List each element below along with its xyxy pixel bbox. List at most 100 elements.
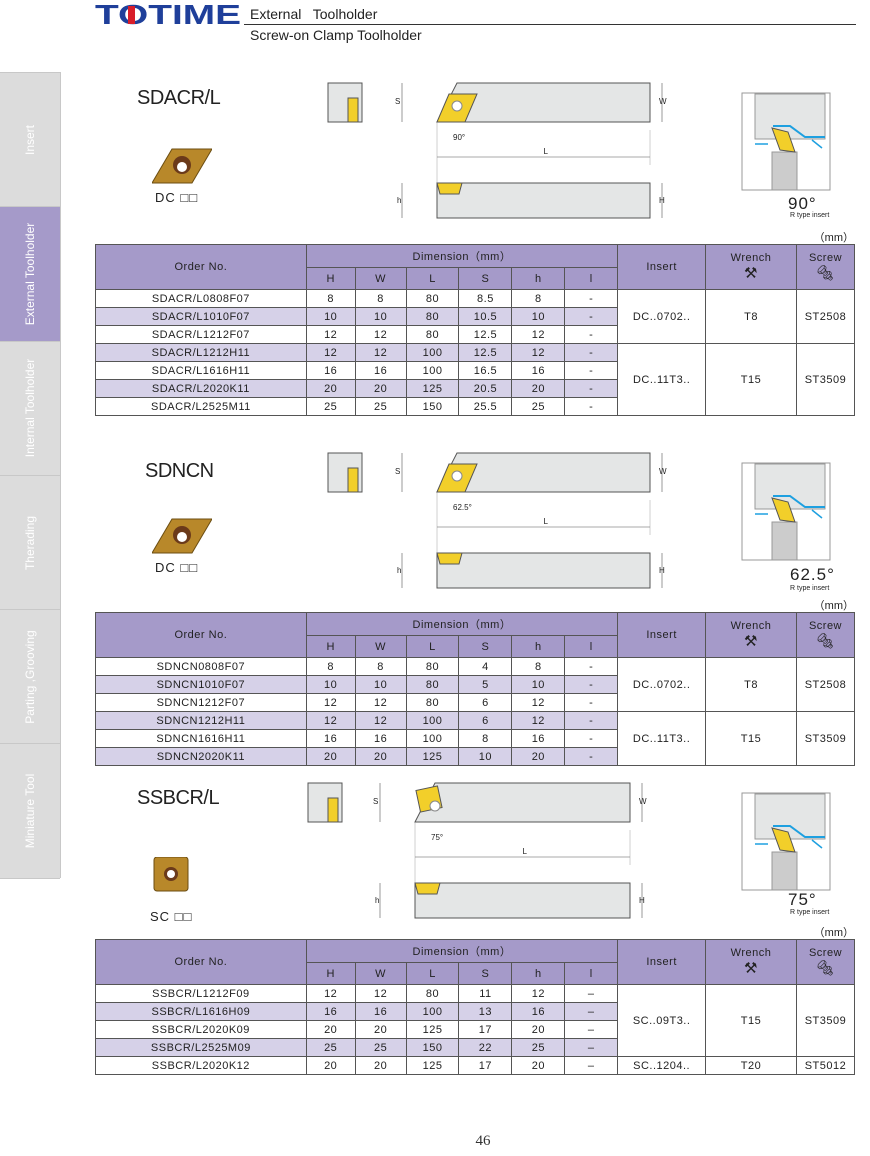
dim-label-s: S xyxy=(395,97,401,106)
dim-cell: 20 xyxy=(305,1056,356,1075)
dim-cell: 12 xyxy=(511,343,566,362)
dim-cell: 12 xyxy=(305,343,356,362)
tool-drawing xyxy=(327,452,831,589)
dim-cell: 100 xyxy=(405,343,460,362)
dim-cell: - xyxy=(564,657,619,676)
section-1: SDNCN DC □□ S W L h H 62.5° 62.5° R type… xyxy=(0,440,870,770)
dim-cell: 8 xyxy=(305,657,356,676)
sidebar-item-external-toolholder[interactable]: External Toolholder xyxy=(0,207,60,342)
header-insert: Insert xyxy=(617,244,707,290)
dim-cell: 17 xyxy=(458,1020,513,1039)
product-title: SSBCR/L xyxy=(137,787,220,809)
wrench-icon: ⚒ xyxy=(744,265,758,282)
header-col-0: H xyxy=(305,962,356,985)
insert-image xyxy=(151,517,213,555)
dim-cell: 80 xyxy=(405,657,460,676)
dim-cell: 25 xyxy=(305,397,356,416)
insert-type: R type insert xyxy=(790,212,830,219)
sidebar-item-parting-grooving[interactable]: Parting ,Grooving xyxy=(0,610,60,745)
dim-cell: - xyxy=(564,379,619,398)
dim-cell: 10 xyxy=(305,675,356,694)
dim-cell: 150 xyxy=(405,397,460,416)
dim-cell: 12 xyxy=(305,984,356,1003)
order-no-cell: SDACR/L1010F07 xyxy=(95,307,307,326)
dim-cell: 12 xyxy=(511,325,566,344)
tool-drawing xyxy=(307,782,831,919)
sidebar: Insert External Toolholder Internal Tool… xyxy=(0,72,61,879)
unit-label: （mm） xyxy=(813,232,854,244)
order-no-cell: SSBCR/L2525M09 xyxy=(95,1038,307,1057)
insert-code: DC □□ xyxy=(155,560,199,575)
header-col-0: H xyxy=(305,267,356,290)
insert-cell: DC..11T3.. xyxy=(617,711,707,766)
header-col-4: h xyxy=(511,267,566,290)
header-col-4: h xyxy=(511,635,566,658)
sidebar-item-miniature-tool[interactable]: Miniature Tool xyxy=(0,744,60,879)
dim-label-s: S xyxy=(373,797,379,806)
dim-cell: 11 xyxy=(458,984,513,1003)
header-col-1: W xyxy=(354,962,407,985)
dim-cell: 20 xyxy=(305,379,356,398)
sidebar-item-threading[interactable]: Therading xyxy=(0,475,60,611)
wrench-icon: ⚒ xyxy=(744,960,758,977)
order-no-cell: SSBCR/L1212F09 xyxy=(95,984,307,1003)
lead-angle-label: 62.5° xyxy=(453,503,472,512)
header-col-3: S xyxy=(458,267,513,290)
dim-cell: - xyxy=(564,307,619,326)
dim-cell: 125 xyxy=(405,1056,460,1075)
sidebar-item-internal-toolholder[interactable]: Internal Toolholder xyxy=(0,341,60,476)
wrench-cell: T15 xyxy=(705,343,797,416)
dim-cell: - xyxy=(564,343,619,362)
wrench-cell: T8 xyxy=(705,657,797,712)
section-2: SSBCR/L SC □□ S W L h H 75° 75° R type i… xyxy=(0,770,870,1100)
header-col-4: h xyxy=(511,962,566,985)
header-col-3: S xyxy=(458,635,513,658)
unit-label: （mm） xyxy=(813,600,854,612)
dim-cell: 80 xyxy=(405,984,460,1003)
dim-cell: 16 xyxy=(354,1002,407,1021)
dim-cell: 8 xyxy=(511,289,566,308)
dim-cell: 80 xyxy=(405,675,460,694)
dim-cell: 6 xyxy=(458,711,513,730)
order-no-cell: SSBCR/L2020K12 xyxy=(95,1056,307,1075)
sidebar-item-insert[interactable]: Insert xyxy=(0,73,60,208)
unit-label: （mm） xyxy=(813,927,854,939)
product-title: SDACR/L xyxy=(137,87,221,109)
insert-cell: SC..09T3.. xyxy=(617,984,707,1057)
header-category: External Toolholder xyxy=(250,6,378,22)
dim-label-w: W xyxy=(639,797,647,806)
wrench-label: Wrench xyxy=(730,620,772,632)
order-no-cell: SDNCN1212F07 xyxy=(95,693,307,712)
dim-cell: 10 xyxy=(354,307,407,326)
dim-cell: 12 xyxy=(511,711,566,730)
approach-angle: 90° xyxy=(788,194,817,213)
header-dimension: Dimension（mm） xyxy=(305,612,619,636)
header-wrench: Wrench⚒ xyxy=(705,244,797,290)
header-col-3: S xyxy=(458,962,513,985)
dim-cell: – xyxy=(564,984,619,1003)
dim-cell: 25.5 xyxy=(458,397,513,416)
dim-cell: 8 xyxy=(458,729,513,748)
dim-cell: 80 xyxy=(405,307,460,326)
dim-cell: 20 xyxy=(511,1020,566,1039)
lead-angle-label: 90° xyxy=(453,133,466,142)
insert-image xyxy=(152,856,212,895)
dim-cell: 80 xyxy=(405,325,460,344)
screw-cell: ST2508 xyxy=(795,657,856,712)
dim-label-h: H xyxy=(639,896,645,905)
spec-table: Order No. Dimension（mm） Insert Wrench⚒ S… xyxy=(95,939,856,1075)
screw-icon: 🔩︎ xyxy=(815,960,836,977)
dim-cell: 20.5 xyxy=(458,379,513,398)
dim-cell: 10 xyxy=(354,675,407,694)
screw-cell: ST3509 xyxy=(795,343,856,416)
dim-cell: 20 xyxy=(305,1020,356,1039)
